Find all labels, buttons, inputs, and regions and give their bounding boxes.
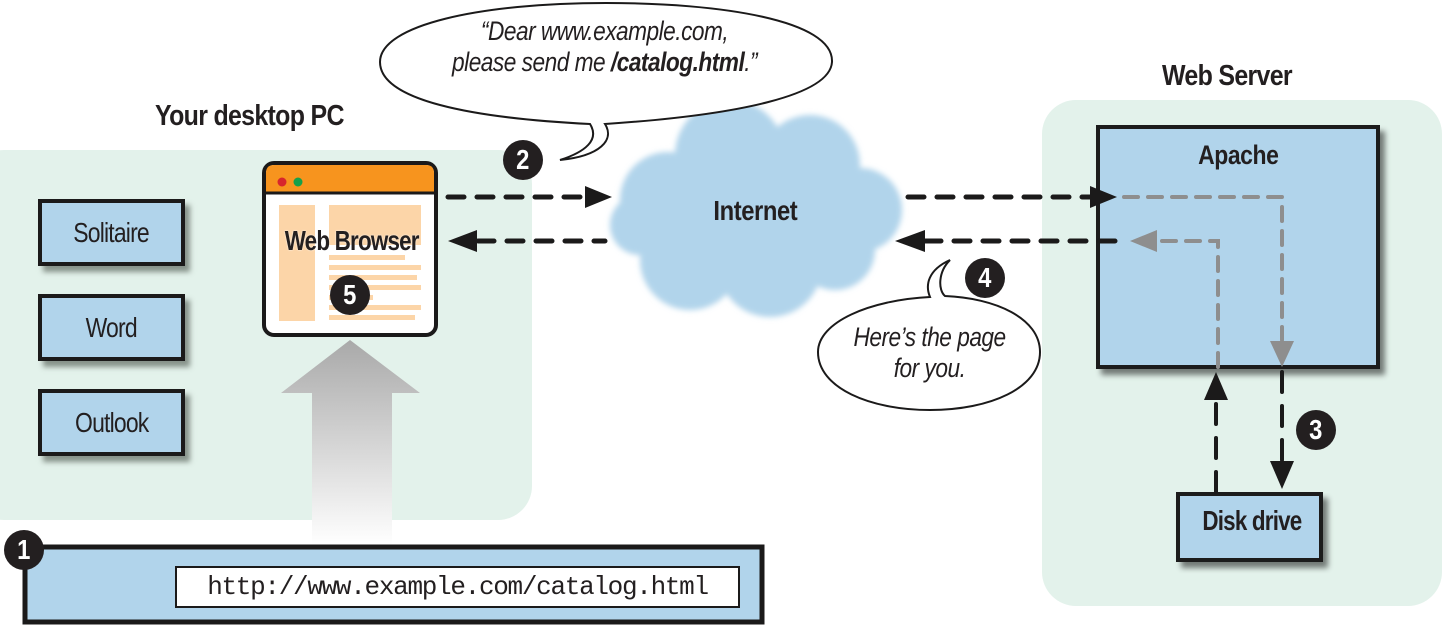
web-server-title: Web Server [1162,60,1293,92]
request-speech-bubble [378,1,834,161]
apache-server-box[interactable] [1096,125,1380,369]
request-arrow-to-internet [445,186,612,208]
browser-close-dot-icon [277,177,287,187]
browser-titlebar [266,165,434,193]
request-bubble-line2-suffix: .” [744,47,758,77]
request-bubble-line2-prefix: please send me [452,47,612,77]
disk-drive-box[interactable] [1176,492,1323,562]
url-input[interactable]: http://www.example.com/catalog.html [175,566,740,608]
app-word-label: Word [85,311,138,343]
apache-internal-request-path [1122,195,1294,367]
internet-cloud [610,100,902,317]
disk-drive-label: Disk drive [1201,505,1302,536]
app-outlook-label: Outlook [74,406,149,438]
web-browser-window[interactable] [262,161,438,337]
desktop-pc-title: Your desktop PC [155,100,344,132]
step-5-badge: 5 [330,275,370,315]
response-bubble-line2: for you. [894,353,966,383]
disk-to-apache-arrow [1204,372,1228,494]
apache-to-disk-arrow [1270,370,1294,489]
request-arrow-to-apache [905,186,1117,208]
request-bubble-line1: “Dear www.example.com, [481,16,729,46]
user-input-arrow [281,340,420,545]
apache-label: Apache [1197,140,1279,170]
app-word[interactable]: Word [38,294,185,361]
step-3-badge: 3 [1296,410,1336,450]
step-4-badge: 4 [965,258,1005,298]
web-browser-label: Web Browser [285,225,420,256]
app-solitaire-label: Solitaire [73,216,150,248]
app-outlook[interactable]: Outlook [38,389,185,456]
request-bubble-text: “Dear www.example.com, please send me /c… [395,16,815,78]
step-2-badge: 2 [503,140,543,180]
response-arrow-to-browser [448,230,608,252]
request-bubble-path: /catalog.html [611,47,745,77]
app-solitaire[interactable]: Solitaire [38,199,185,266]
response-arrow-to-internet [895,230,1128,252]
response-bubble-line1: Here’s the page [853,322,1007,352]
step-1-badge: 1 [4,530,44,570]
apache-internal-response-path [1130,230,1220,369]
browser-maximize-dot-icon [293,177,303,187]
response-bubble-text: Here’s the page for you. [820,322,1040,384]
internet-label: Internet [713,195,797,226]
response-speech-bubble [816,259,1042,412]
